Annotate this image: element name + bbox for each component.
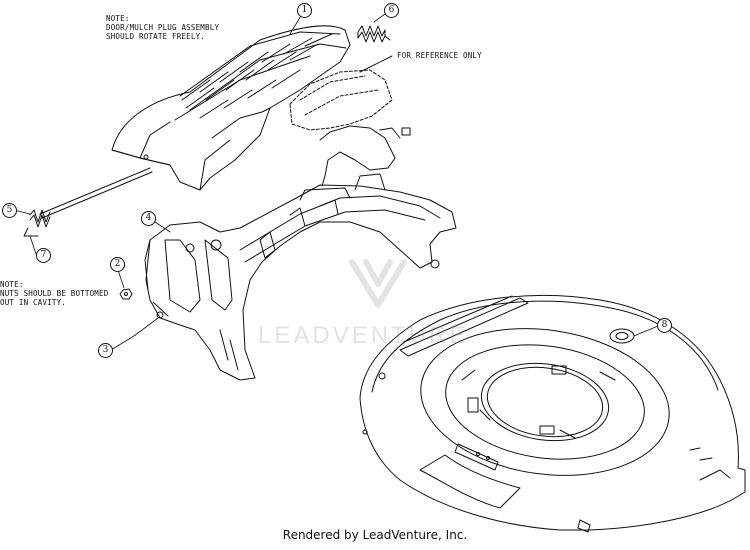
- callout-8[interactable]: 8: [657, 318, 672, 333]
- nuts-note-line-2: NUTS SHOULD BE BOTTOMED: [0, 289, 109, 298]
- reference-note: FOR REFERENCE ONLY: [397, 51, 482, 60]
- reference-leader: [359, 55, 393, 73]
- watermark-logo: [349, 259, 407, 308]
- door-note-line-2: DOOR/MULCH PLUG ASSEMBLY: [106, 23, 220, 32]
- callout-5[interactable]: 5: [2, 203, 17, 218]
- nut-part-2: [119, 288, 133, 300]
- torsion-spring-part-5: [23, 209, 51, 237]
- nuts-note-line-1: NOTE:: [0, 280, 24, 289]
- callout-2[interactable]: 2: [110, 257, 125, 272]
- rear-housing-part-4: [144, 125, 457, 381]
- reference-mulch-plug: [289, 69, 393, 131]
- callout-4[interactable]: 4: [141, 211, 156, 226]
- callout-1[interactable]: 1: [297, 3, 312, 18]
- callout-6[interactable]: 6: [384, 3, 399, 18]
- door-mulch-plug-assembly: [39, 25, 351, 219]
- door-note: NOTE: DOOR/MULCH PLUG ASSEMBLY SHOULD RO…: [106, 14, 219, 41]
- door-note-line-1: NOTE:: [106, 14, 130, 23]
- render-credit: Rendered by LeadVenture, Inc.: [282, 528, 468, 542]
- callout-3[interactable]: 3: [98, 343, 113, 358]
- door-note-line-3: SHOULD ROTATE FREELY.: [106, 32, 206, 41]
- spring-part-6: [357, 25, 391, 43]
- watermark-text: LEADVENTURE: [258, 322, 469, 349]
- nuts-note: NOTE: NUTS SHOULD BE BOTTOMED OUT IN CAV…: [0, 280, 108, 307]
- nuts-note-line-3: OUT IN CAVITY.: [0, 298, 67, 307]
- callout-7[interactable]: 7: [36, 248, 51, 263]
